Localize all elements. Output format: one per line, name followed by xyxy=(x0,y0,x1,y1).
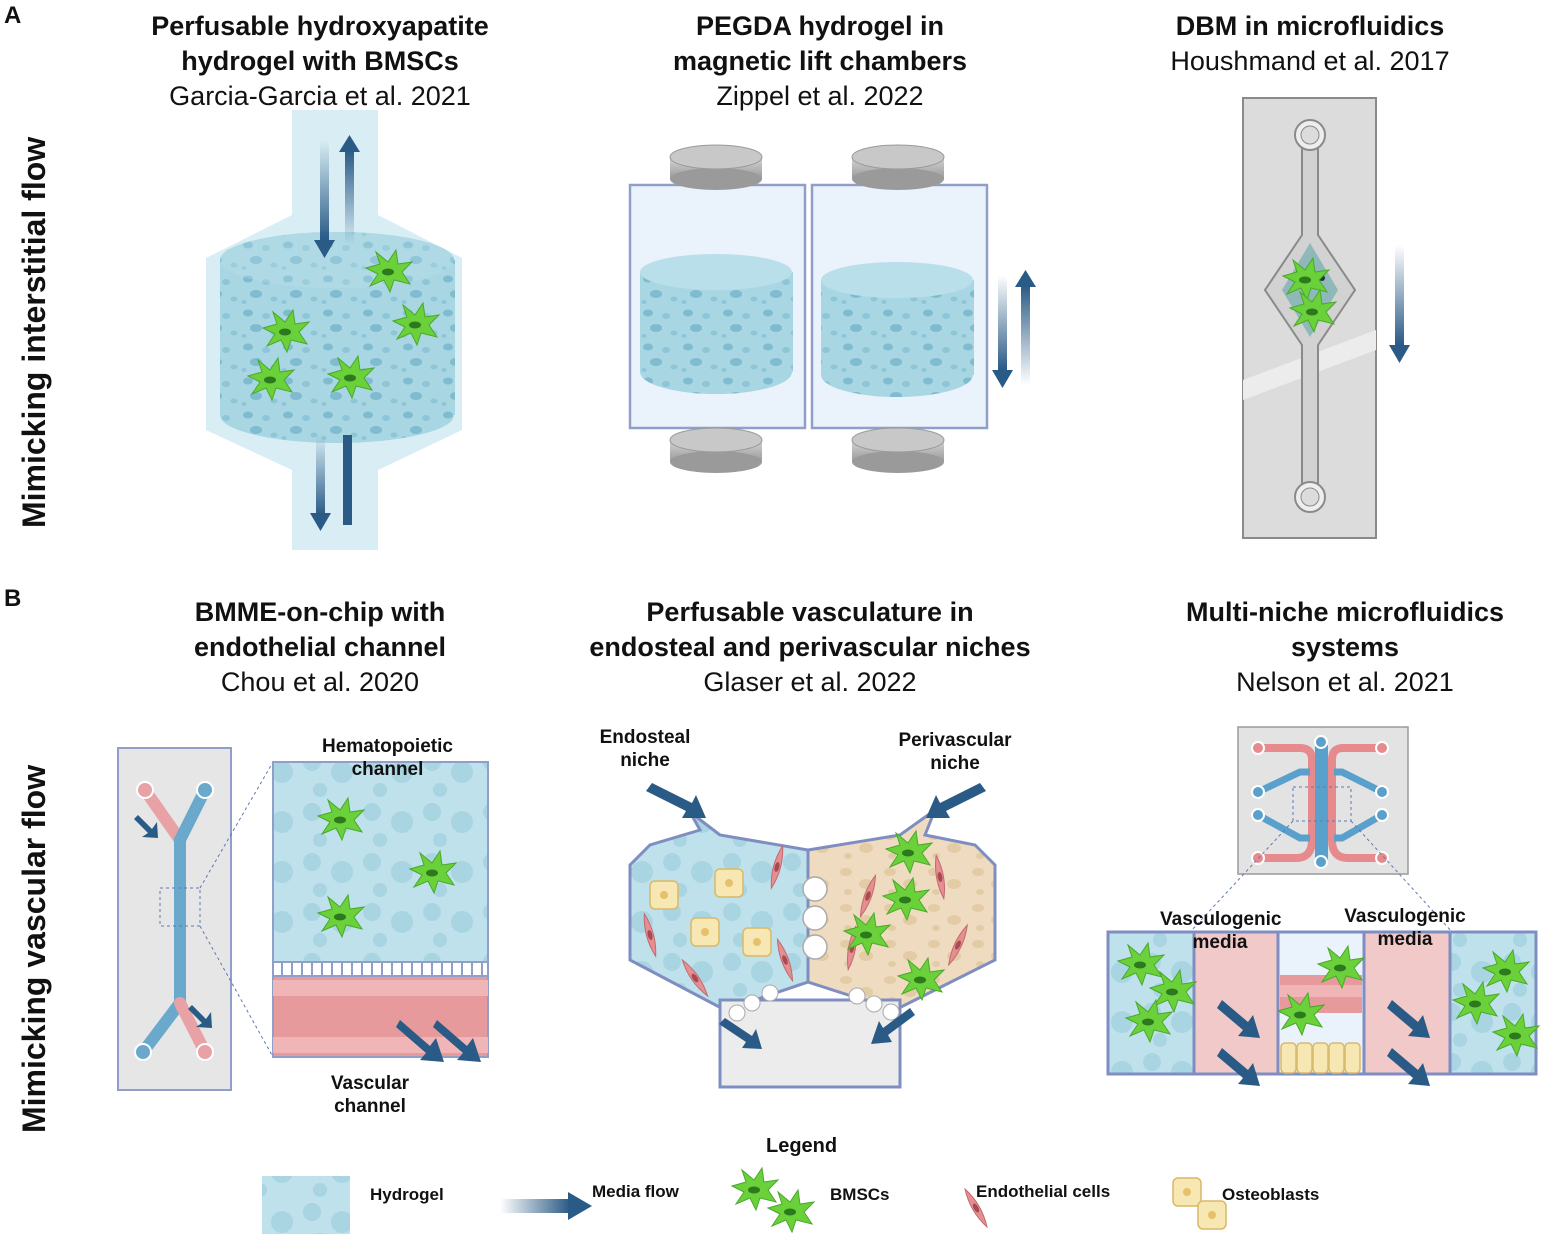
title-b3: Multi-niche microfluidics systems Nelson… xyxy=(1185,597,1505,697)
b3-system xyxy=(1106,726,1540,1086)
label-perivascular-niche: Perivascular niche xyxy=(898,730,1012,774)
legend-osteoblasts: Osteoblasts xyxy=(1222,1185,1320,1204)
legend-graphics xyxy=(262,1167,1227,1234)
b2-niches xyxy=(628,783,997,1089)
b1-chip xyxy=(117,747,489,1091)
title-a2: PEGDA hydrogel in magnetic lift chambers… xyxy=(672,11,968,111)
label-vasculogenic-media-right: Vasculogenic media xyxy=(1344,906,1466,950)
legend-hydrogel: Hydrogel xyxy=(370,1185,444,1204)
a3-chip xyxy=(1242,97,1410,539)
label-endosteal-niche: Endosteal niche xyxy=(599,727,691,771)
label-vascular-channel: Vascular channel xyxy=(330,1073,410,1117)
legend-endothelial-cells: Endothelial cells xyxy=(976,1182,1111,1201)
label-hematopoietic-channel: Hematopoietic channel xyxy=(322,736,453,780)
title-b1: BMME-on-chip with endothelial channel Ch… xyxy=(193,597,447,697)
panel-b-letter: B xyxy=(4,585,22,612)
a2-chambers xyxy=(628,144,1036,473)
panel-a-letter: A xyxy=(4,2,22,29)
legend-title: Legend xyxy=(766,1135,838,1157)
legend-bmscs: BMSCs xyxy=(830,1185,890,1204)
legend-media-flow: Media flow xyxy=(592,1182,679,1201)
a1-scaffold xyxy=(206,110,462,550)
label-vasculogenic-media-left: Vasculogenic media xyxy=(1160,909,1282,953)
title-a3: DBM in microfluidics Houshmand et al. 20… xyxy=(1170,11,1450,76)
title-b2: Perfusable vasculature in endosteal and … xyxy=(589,597,1031,697)
title-a1: Perfusable hydroxyapatite hydrogel with … xyxy=(151,11,489,111)
